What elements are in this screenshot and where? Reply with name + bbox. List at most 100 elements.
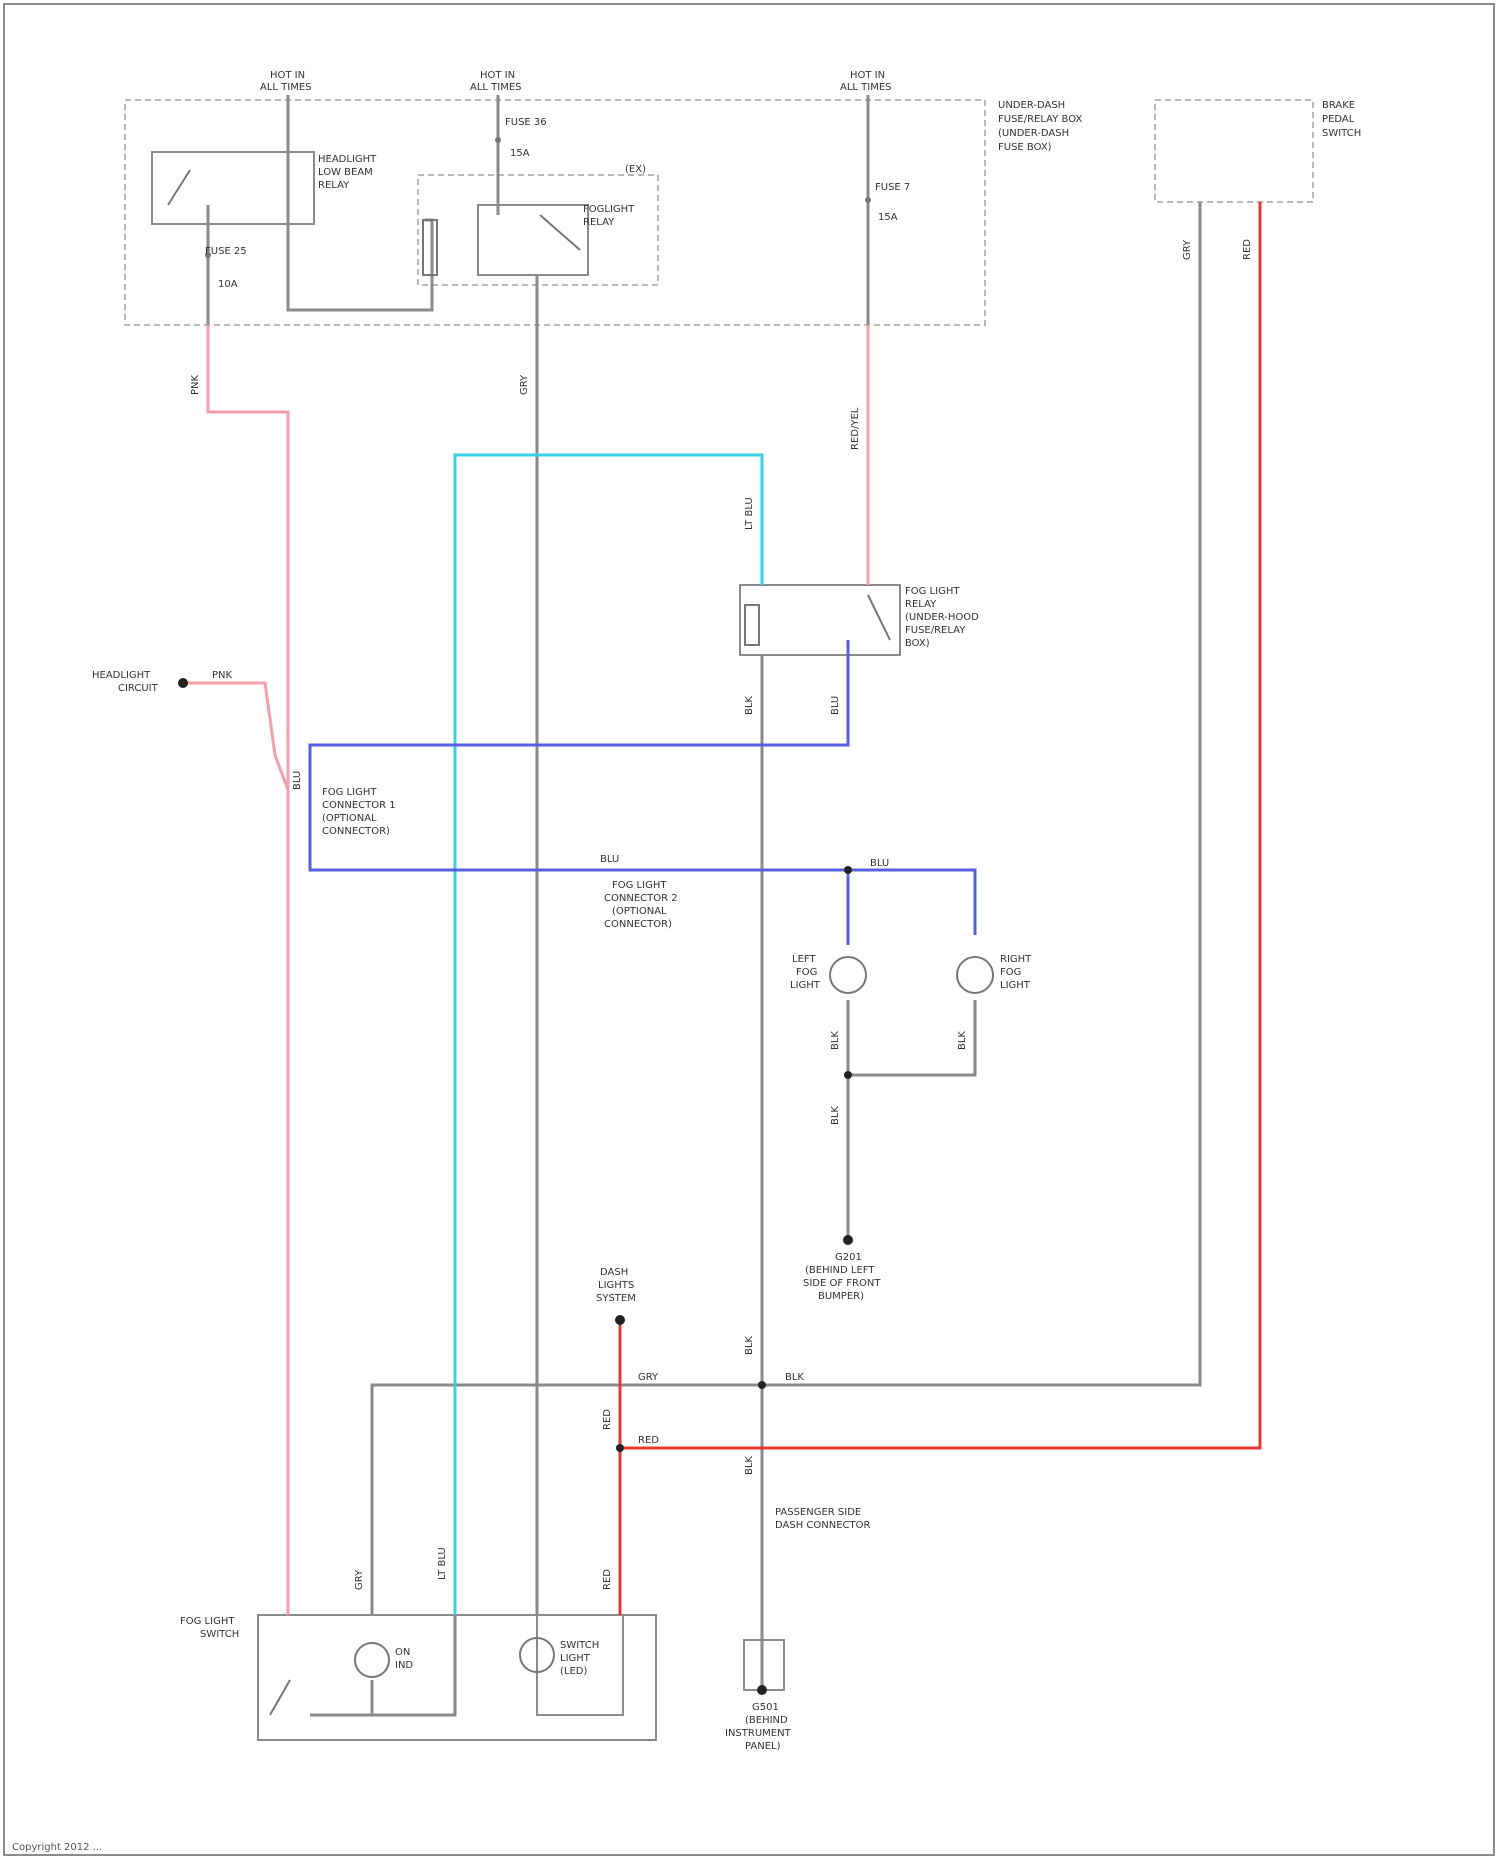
dash-lights-terminal (615, 1315, 625, 1325)
wire-switch-internal (310, 1615, 455, 1715)
ground-mid-4: BUMPER) (818, 1291, 864, 1302)
fuse36-terminal (495, 137, 501, 143)
wire-label-16: RED (602, 1409, 613, 1430)
dash-lights-2: LIGHTS (598, 1280, 634, 1291)
wire-label-7: BLU (600, 854, 619, 865)
ground-bottom-3: INSTRUMENT (725, 1728, 792, 1739)
fuse-header-1-line2: ALL TIMES (260, 82, 312, 93)
wire-label-8: BLU (870, 858, 889, 869)
tail-relay-label-3: (UNDER-HOOD (905, 612, 979, 623)
wire-label-23: BLK (744, 1456, 755, 1475)
tail-relay-label-2: RELAY (905, 599, 937, 610)
wire-label-22: RED (638, 1435, 659, 1446)
wire-label-1: PNK (190, 374, 201, 395)
dash-lights-3: SYSTEM (596, 1293, 636, 1304)
wire-label-12: BLK (744, 696, 755, 715)
connector-left-4: CONNECTOR) (322, 826, 390, 837)
connector-left-3: (OPTIONAL (322, 813, 377, 824)
fuse36-name: FUSE 36 (505, 117, 547, 128)
brake-switch-label-1: BRAKE (1322, 100, 1355, 111)
ground-bottom-terminal (757, 1685, 767, 1695)
copyright-footer: Copyright 2012 ... (12, 1842, 102, 1853)
wire-label-14: RED (1242, 239, 1253, 260)
dash-lights-1: DASH (600, 1267, 628, 1278)
fog-switch-housing (258, 1615, 656, 1740)
wire-pnk-headlight (183, 683, 288, 790)
tail-relay-label-5: BOX) (905, 638, 930, 649)
wire-label-6: BLU (292, 771, 303, 790)
fuse-header-3-line1: HOT IN (850, 70, 885, 81)
fuse7-name: FUSE 7 (875, 182, 910, 193)
fuse-header-1-line1: HOT IN (270, 70, 305, 81)
connector-mid-2: CONNECTOR 2 (604, 893, 678, 904)
brake-switch-box (1155, 100, 1313, 202)
foglight-relay (478, 205, 588, 275)
fog-switch-contact (270, 1680, 290, 1715)
fog-switch-2: SWITCH (200, 1629, 239, 1640)
fuse36-amp: 15A (510, 148, 530, 159)
passenger-conn-2: DASH CONNECTOR (775, 1520, 871, 1531)
fuse-relay-box (125, 100, 985, 325)
wire-label-2: GRY (519, 374, 530, 395)
wire-lamp-ground (848, 1000, 975, 1075)
wire-lt-blu (455, 455, 762, 1615)
wire-pnk-left (208, 325, 288, 1615)
left-lamp-1: LEFT (792, 954, 816, 965)
dimmer-relay (152, 152, 314, 224)
wire-label-5: BLU (830, 696, 841, 715)
junction-brake-gry (758, 1381, 766, 1389)
headlight-circuit-1: HEADLIGHT (92, 670, 151, 681)
ground-mid-terminal (843, 1235, 853, 1245)
fuse-box-label-3: (UNDER-DASH (998, 128, 1069, 139)
wire-label-9: BLK (830, 1031, 841, 1050)
headlight-circuit-2: CIRCUIT (118, 683, 159, 694)
junction-gnd (844, 1071, 852, 1079)
connector-mid-1: FOG LIGHT (612, 880, 667, 891)
wire-label-3: RED/YEL (850, 407, 861, 450)
brake-switch-label-3: SWITCH (1322, 128, 1361, 139)
foglight-relay-label-1: FOGLIGHT (583, 204, 635, 215)
connector-mid-4: CONNECTOR) (604, 919, 672, 930)
connector-left-2: CONNECTOR 1 (322, 800, 396, 811)
brake-switch-label-2: PEDAL (1322, 114, 1355, 125)
wire-label-11: BLK (830, 1106, 841, 1125)
ground-mid-3: SIDE OF FRONT (803, 1278, 881, 1289)
wire-label-21: GRY (354, 1569, 365, 1590)
left-lamp-2: FOG (796, 967, 817, 978)
tail-relay (740, 585, 900, 655)
dimmer-relay-label-1: HEADLIGHT (318, 154, 377, 165)
foglight-relay-label-2: RELAY (583, 217, 615, 228)
tail-relay-coil (745, 605, 759, 645)
dimmer-relay-contact (168, 170, 190, 205)
foglight-relay-subbox (418, 175, 658, 285)
fuse25-name: FUSE 25 (205, 246, 247, 257)
wire-label-10: BLK (957, 1031, 968, 1050)
on-ind-lamp (355, 1643, 389, 1677)
wire-label-15: PNK (212, 670, 233, 681)
wire-label-20: LT BLU (437, 1547, 448, 1580)
fuse7-amp: 15A (878, 212, 898, 223)
ground-mid-1: G201 (835, 1252, 862, 1263)
right-lamp-1: RIGHT (1000, 954, 1032, 965)
dimmer-relay-label-2: LOW BEAM (318, 167, 373, 178)
fuse-box-label-2: FUSE/RELAY BOX (998, 114, 1082, 125)
wire-label-17: GRY (638, 1372, 659, 1383)
fuse-box-label-1: UNDER-DASH (998, 100, 1065, 111)
on-ind-2: IND (395, 1660, 413, 1671)
wire-brake-grey (372, 202, 1200, 1615)
dimmer-relay-label-3: RELAY (318, 180, 350, 191)
wire-label-18: BLK (785, 1372, 804, 1383)
right-lamp-3: LIGHT (1000, 980, 1031, 991)
ground-mid-2: (BEHIND LEFT (805, 1265, 875, 1276)
passenger-conn-1: PASSENGER SIDE (775, 1507, 861, 1518)
headlight-circuit-terminal (178, 678, 188, 688)
wire-red-brake (620, 202, 1260, 1448)
switch-light-1: SWITCH (560, 1640, 599, 1651)
left-fog-lamp (830, 957, 866, 993)
junction-red (616, 1444, 624, 1452)
wire-label-13: GRY (1182, 239, 1193, 260)
foglight-relay-contact (540, 215, 580, 250)
right-fog-lamp (957, 957, 993, 993)
